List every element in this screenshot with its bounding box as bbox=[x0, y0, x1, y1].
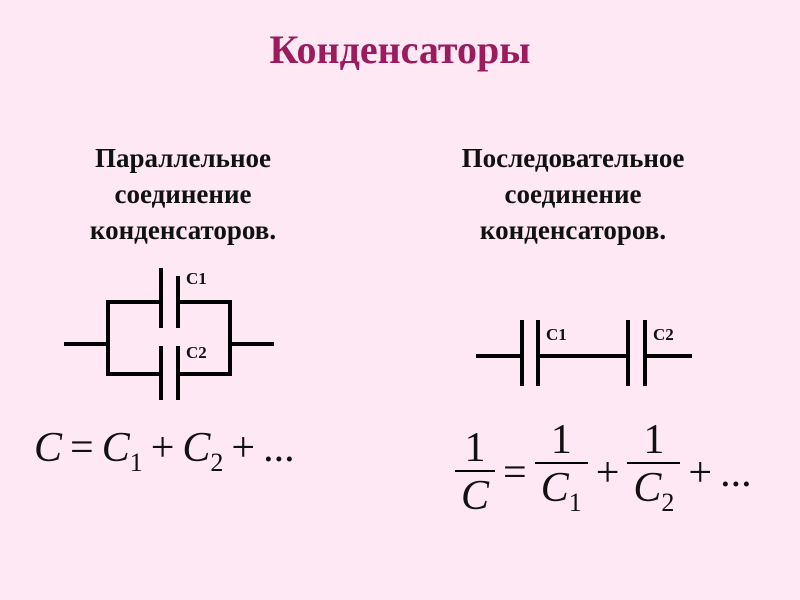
parallel-c2-label: C2 bbox=[186, 343, 207, 362]
term-c2-subscript: 2 bbox=[210, 448, 224, 477]
series-formula: 1 C = 1 C1 + 1 C2 + ... bbox=[455, 418, 752, 527]
series-heading-line-3: конденсаторов. bbox=[479, 215, 667, 245]
term-c1-subscript: 1 bbox=[129, 448, 143, 477]
parallel-heading-line-3: конденсаторов. bbox=[89, 215, 277, 245]
equals-sign: = bbox=[503, 449, 527, 496]
series-heading: Последовательное соединение конденсаторо… bbox=[408, 140, 738, 248]
series-c1-label: C1 bbox=[546, 325, 567, 344]
parallel-formula: C=C1+C2+... bbox=[34, 424, 295, 478]
denominator-c: C bbox=[633, 465, 662, 511]
ellipsis: ... bbox=[263, 425, 295, 471]
denominator-c: C bbox=[540, 465, 569, 511]
fraction-numerator: 1 bbox=[643, 417, 665, 463]
ellipsis: ... bbox=[720, 449, 752, 496]
term-c1: C bbox=[101, 425, 130, 471]
series-c2-label: C2 bbox=[653, 325, 674, 344]
parallel-c1-label: C1 bbox=[186, 269, 207, 288]
fraction-denominator: C1 bbox=[534, 462, 588, 527]
term-c2: C bbox=[182, 425, 211, 471]
plus-sign: + bbox=[150, 425, 175, 471]
denominator-subscript: 2 bbox=[661, 488, 675, 517]
plus-sign: + bbox=[595, 449, 620, 496]
fraction-c1: 1 C1 bbox=[534, 417, 588, 527]
fraction-numerator: 1 bbox=[550, 417, 572, 463]
series-heading-line-1: Последовательное bbox=[461, 143, 685, 173]
series-circuit: C1 C2 bbox=[476, 320, 692, 386]
fraction-denominator: C bbox=[455, 469, 496, 520]
fraction-c2: 1 C2 bbox=[627, 417, 681, 527]
parallel-heading-line-2: соединение bbox=[114, 179, 252, 209]
equals-sign: = bbox=[70, 425, 94, 471]
plus-sign: + bbox=[231, 425, 256, 471]
parallel-heading-line-1: Параллельное bbox=[94, 143, 271, 173]
fraction-denominator: C2 bbox=[627, 462, 681, 527]
plus-sign: + bbox=[688, 449, 713, 496]
denominator-subscript: 1 bbox=[568, 488, 582, 517]
parallel-heading: Параллельное соединение конденсаторов. bbox=[18, 140, 348, 248]
fraction-numerator: 1 bbox=[464, 424, 486, 471]
series-heading-line-2: соединение bbox=[504, 179, 642, 209]
fraction-lhs: 1 C bbox=[455, 424, 496, 520]
page-title: Конденсаторы bbox=[269, 27, 531, 72]
parallel-circuit: C1 C2 bbox=[64, 268, 274, 400]
formula-lhs: C bbox=[34, 425, 63, 471]
